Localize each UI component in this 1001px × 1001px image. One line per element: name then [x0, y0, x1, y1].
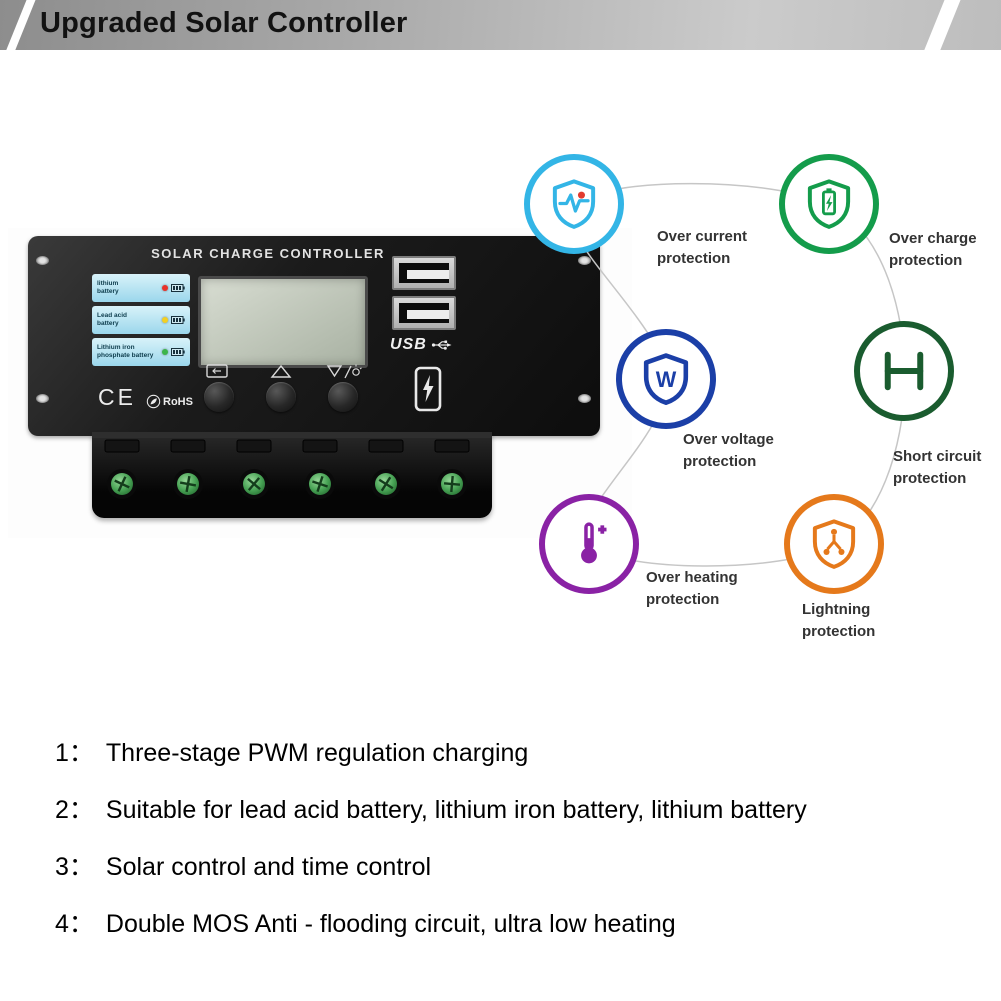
feature-number: 3： [55, 853, 94, 881]
label-over-heating: Over heating protection [646, 569, 738, 608]
over-current-shield-icon [552, 179, 596, 229]
sticker-lead-acid-battery: Lead acid battery [92, 306, 190, 334]
feature-list: 1： Three-stage PWM regulation charging 2：… [55, 733, 807, 940]
menu-symbol-icon [206, 364, 228, 378]
page-title: Upgraded Solar Controller [40, 7, 408, 39]
led-indicator-red [162, 285, 168, 291]
rohs-mark: RoHS [146, 394, 193, 409]
feature-number: 2： [55, 796, 94, 824]
feature-number: 4： [55, 910, 94, 938]
sticker-label: Lead acid battery [97, 311, 127, 327]
usb-tongue [407, 270, 449, 279]
decorative-slash-right [921, 0, 963, 57]
over-voltage-shield-icon: W [643, 353, 689, 405]
over-charge-shield-icon [807, 179, 851, 229]
battery-icon [171, 348, 185, 356]
usb-port-opening [399, 303, 449, 323]
down-button[interactable] [328, 382, 358, 412]
label-over-current: Over current protection [657, 228, 748, 267]
label-lightning: Lightning protection [802, 601, 876, 640]
badge-over-voltage: W [616, 329, 716, 429]
label-short-circuit: Short circuit protection [893, 448, 982, 487]
lcd-display [198, 276, 368, 368]
label-over-voltage: Over voltage protection [683, 431, 774, 470]
feature-item-4: 4： Double MOS Anti - flooding circuit, ul… [55, 904, 807, 940]
battery-icon [171, 284, 185, 292]
feature-item-1: 1： Three-stage PWM regulation charging [55, 733, 807, 769]
led-indicator-green [162, 349, 168, 355]
feature-text: Double MOS Anti - flooding circuit, ultr… [105, 910, 676, 938]
terminal-block [92, 432, 492, 518]
mount-hole [36, 256, 49, 265]
leaf-icon [146, 394, 161, 409]
sticker-lithium-battery: lithium battery [92, 274, 190, 302]
ce-mark: CE [98, 384, 136, 410]
up-arrow-symbol-icon [270, 364, 292, 378]
header-bar: Upgraded Solar Controller [0, 0, 1001, 57]
feature-text: Suitable for lead acid battery, lithium … [105, 796, 807, 824]
badge-short-circuit [854, 321, 954, 421]
decorative-slash-left [3, 0, 38, 57]
down-arrow-lamp-symbol-icon [326, 364, 362, 379]
usb-trident-icon [431, 340, 452, 350]
badge-lightning [784, 494, 884, 594]
led-indicator-yellow [162, 317, 168, 323]
usb-port-1[interactable] [392, 256, 456, 290]
controller-faceplate: SOLAR CHARGE CONTROLLER lithium battery … [28, 236, 600, 436]
device-title: SOLAR CHARGE CONTROLLER [151, 246, 385, 261]
badge-over-heating [539, 494, 639, 594]
sticker-label: lithium battery [97, 279, 119, 295]
mount-hole [36, 394, 49, 403]
feature-item-2: 2： Suitable for lead acid battery, lithiu… [55, 790, 807, 826]
lightning-shield-icon [812, 519, 856, 569]
rohs-text: RoHS [163, 395, 193, 408]
sticker-label: Lithium iron phosphate battery [97, 343, 154, 359]
sticker-lithium-iron-battery: Lithium iron phosphate battery [92, 338, 190, 366]
over-heating-thermometer-icon [581, 522, 607, 564]
usb-port-2[interactable] [392, 296, 456, 330]
badge-over-current [524, 154, 624, 254]
battery-icon [171, 316, 185, 324]
up-button[interactable] [266, 382, 296, 412]
short-circuit-icon [884, 351, 924, 391]
usb-label: USB [390, 336, 453, 354]
menu-button[interactable] [204, 382, 234, 412]
usb-port-opening [399, 263, 449, 283]
mount-hole [578, 394, 591, 403]
mount-hole [578, 256, 591, 265]
badge-over-charge [779, 154, 879, 254]
label-over-charge: Over charge protection [889, 230, 977, 269]
terminal-screws [92, 432, 492, 499]
feature-number: 1： [55, 739, 94, 767]
feature-text: Three-stage PWM regulation charging [105, 739, 529, 767]
product-photo: SOLAR CHARGE CONTROLLER lithium battery … [8, 228, 632, 538]
usb-tongue [407, 310, 449, 319]
feature-text: Solar control and time control [105, 853, 432, 881]
feature-item-3: 3： Solar control and time control [55, 847, 807, 883]
phone-charging-icon [414, 366, 442, 412]
voltage-letter: W [656, 367, 677, 392]
usb-text: USB [390, 336, 427, 353]
